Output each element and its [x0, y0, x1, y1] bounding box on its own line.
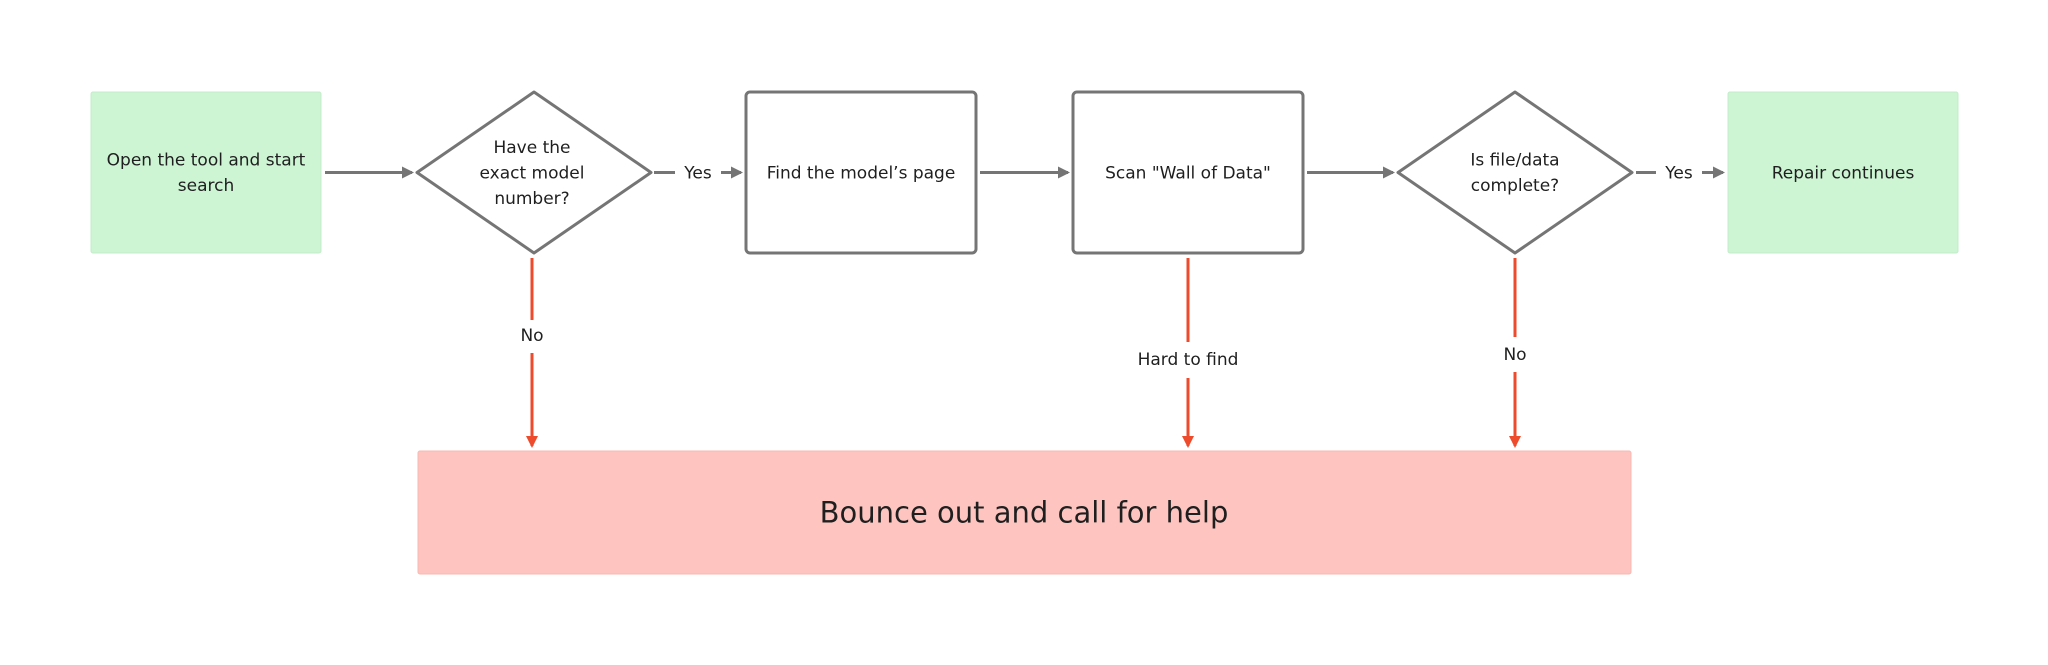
start-node-label: Open the tool and start search	[107, 151, 306, 197]
edge-label-yes-1: Yes	[683, 164, 712, 184]
decision-data-complete	[1396, 90, 1634, 255]
find-page-node	[744, 90, 978, 255]
find-page-node-label: Find the model’s page	[767, 163, 956, 183]
edge-label-yes-2: Yes	[1664, 164, 1693, 184]
bounce-node-label: Bounce out and call for help	[820, 496, 1229, 530]
edge-label-hard-to-find: Hard to find	[1138, 350, 1239, 370]
repair-node-label: Repair continues	[1772, 163, 1915, 183]
repair-node-label-line: Repair continues	[1772, 163, 1915, 183]
bounce-node-label-line: Bounce out and call for help	[820, 496, 1229, 530]
find-page-node-label-line: Find the model’s page	[767, 163, 956, 183]
scan-wall-node-label: Scan "Wall of Data"	[1105, 163, 1271, 183]
decision-model-number-label: Have the exact model number?	[480, 138, 585, 209]
decision-data-complete-label-line: complete?	[1471, 176, 1559, 196]
decision-data-complete-label: Is file/data complete?	[1470, 151, 1559, 197]
bounce-node	[417, 450, 1632, 575]
start-node-label-line: search	[178, 176, 234, 196]
start-node	[90, 91, 322, 254]
scan-wall-node	[1071, 90, 1305, 255]
decision-model-number-label-line: Have the	[493, 138, 570, 158]
decision-data-complete-label-line: Is file/data	[1470, 151, 1559, 171]
repair-node	[1727, 91, 1959, 254]
scan-wall-node-label-line: Scan "Wall of Data"	[1105, 163, 1271, 183]
decision-model-number	[415, 90, 653, 255]
edge-label-no-1: No	[520, 326, 543, 346]
start-node-label-line: Open the tool and start	[107, 151, 306, 171]
decision-model-number-label-line: number?	[494, 189, 569, 209]
edge-label-no-2: No	[1503, 345, 1526, 365]
decision-model-number-label-line: exact model	[480, 163, 585, 183]
